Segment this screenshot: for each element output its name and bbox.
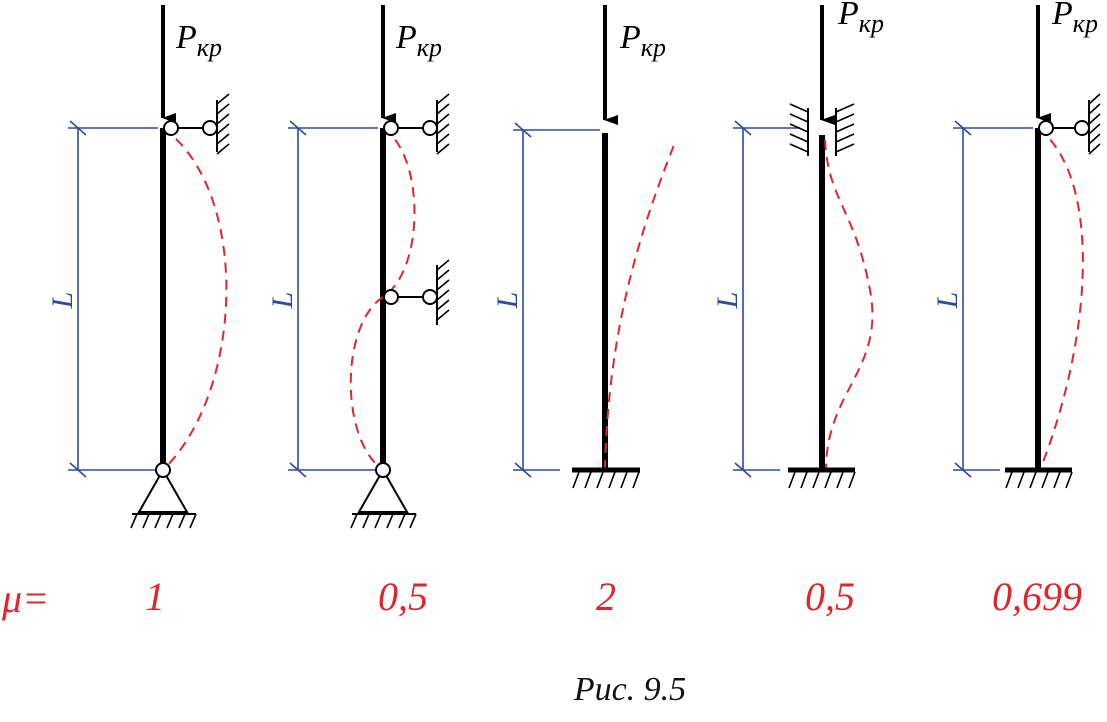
svg-text:Pкр: Pкр (175, 19, 222, 62)
scheme-1: L Pкр (46, 5, 230, 529)
top-roller-support (163, 93, 230, 155)
length-dimension: L (46, 120, 158, 478)
mu-value-3: 2 (596, 574, 616, 619)
fixed-base (1005, 467, 1073, 489)
mu-row: μ= 1 0,5 2 0,5 0,699 (1, 574, 1082, 621)
middle-roller-support (383, 259, 450, 325)
mu-value-4: 0,5 (805, 574, 855, 619)
buckled-shape (349, 127, 416, 471)
svg-text:Pкр: Pкр (837, 0, 884, 38)
scheme-5: L Pкр (931, 0, 1101, 489)
top-roller-support (383, 93, 450, 155)
length-dimension: L (491, 122, 600, 478)
mu-prefix: μ= (1, 576, 49, 621)
length-label: L (711, 292, 744, 310)
scheme-3: L Pкр (491, 5, 677, 489)
buckled-shape (604, 139, 677, 471)
fixed-base (572, 467, 640, 489)
figure-caption: Рис. 9.5 (573, 671, 686, 708)
bottom-pin-support (130, 462, 197, 529)
load-arrow: Pкр (820, 0, 884, 125)
mu-value-1: 1 (145, 574, 165, 619)
svg-text:Pкр: Pкр (395, 19, 442, 62)
buckled-shape (162, 127, 228, 471)
svg-text:Pкр: Pкр (619, 19, 666, 62)
load-arrow: Pкр (381, 5, 442, 123)
scheme-2: L Pкр (266, 5, 450, 529)
length-label: L (931, 292, 964, 310)
bottom-pin-support (350, 462, 417, 529)
load-arrow: Pкр (603, 5, 666, 125)
load-arrow: Pкр (1036, 0, 1098, 123)
length-label: L (46, 292, 79, 310)
length-dimension: L (931, 120, 1033, 478)
top-roller-support (1038, 93, 1101, 155)
length-dimension: L (711, 120, 800, 478)
buckled-shape (824, 139, 874, 471)
length-label: L (266, 292, 299, 310)
sliding-top-guide (789, 103, 855, 156)
load-arrow: Pкр (161, 5, 222, 123)
buckled-shape (1037, 127, 1084, 471)
length-label: L (491, 292, 524, 310)
svg-text:Pкр: Pкр (1051, 0, 1098, 38)
fixed-base (788, 467, 856, 489)
scheme-4: L Pкр (711, 0, 884, 489)
mu-value-5: 0,699 (992, 574, 1082, 619)
mu-value-2: 0,5 (378, 574, 428, 619)
length-dimension: L (266, 120, 378, 478)
